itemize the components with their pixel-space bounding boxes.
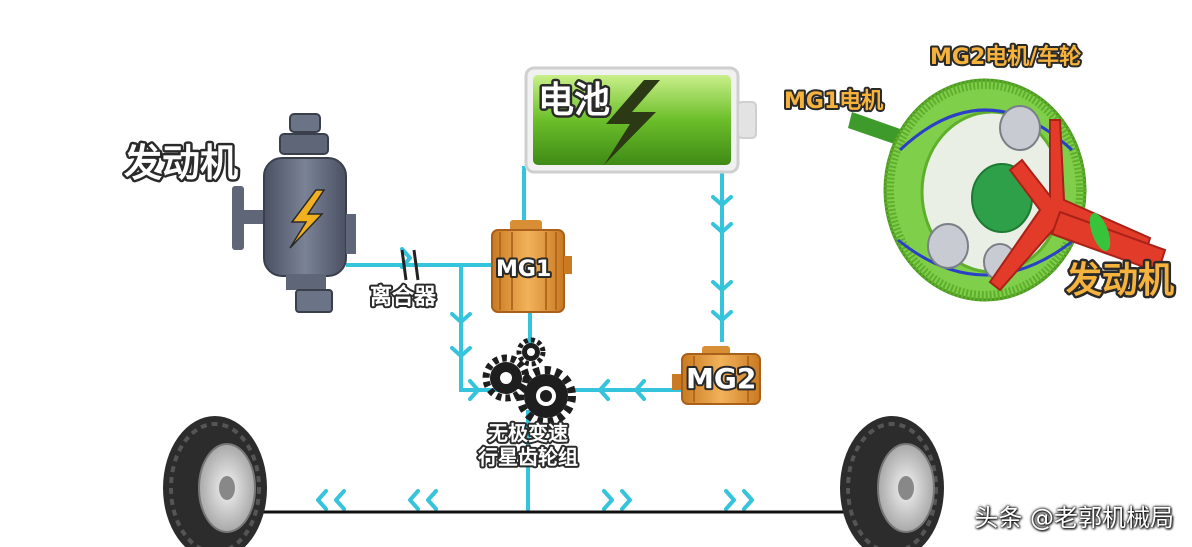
clutch: 离合器 <box>368 249 439 312</box>
planetary-cutaway: MG2电机/车轮 MG1电机 发动机 <box>782 42 1177 304</box>
engine-left-label: 发动机 <box>124 141 238 185</box>
mg1-motor: MG1 <box>491 220 572 313</box>
left-tire <box>163 416 267 547</box>
mg2-motor: MG2 <box>672 346 761 405</box>
gear-icon <box>482 354 530 402</box>
gear-icon <box>516 366 576 426</box>
engine-left: 发动机 <box>122 113 356 313</box>
chevron-arrow-icon <box>426 489 438 511</box>
chevron-arrow-icon <box>602 489 614 511</box>
chevron-arrow-icon <box>316 489 328 511</box>
cvt-label-line2: 行星齿轮组 <box>477 445 578 469</box>
cvt-label-line1: 无极变速 <box>488 421 568 445</box>
right-tire <box>840 416 944 547</box>
lightning-icon <box>604 80 660 165</box>
chevron-arrow-icon <box>334 489 346 511</box>
mg1-label: MG1 <box>496 257 551 282</box>
battery: 电池 <box>524 66 757 174</box>
clutch-label: 离合器 <box>370 284 437 310</box>
gear-icon <box>516 337 546 367</box>
lightning-icon <box>289 189 326 249</box>
mg1-motor-label: MG1电机 <box>784 89 883 114</box>
chevron-arrow-icon <box>742 489 754 511</box>
engine-right-label: 发动机 <box>1066 260 1174 301</box>
mg2-label: MG2 <box>686 362 756 395</box>
chevron-arrow-icon <box>620 489 632 511</box>
chevron-arrow-icon <box>724 489 736 511</box>
watermark: 头条 @老郭机械局 <box>974 504 1174 532</box>
planetary-gear-set: 无极变速 行星齿轮组 <box>475 337 580 471</box>
battery-label: 电池 <box>538 80 610 121</box>
mg2-motor-wheel-label: MG2电机/车轮 <box>930 44 1081 70</box>
chevron-arrow-icon <box>408 489 420 511</box>
